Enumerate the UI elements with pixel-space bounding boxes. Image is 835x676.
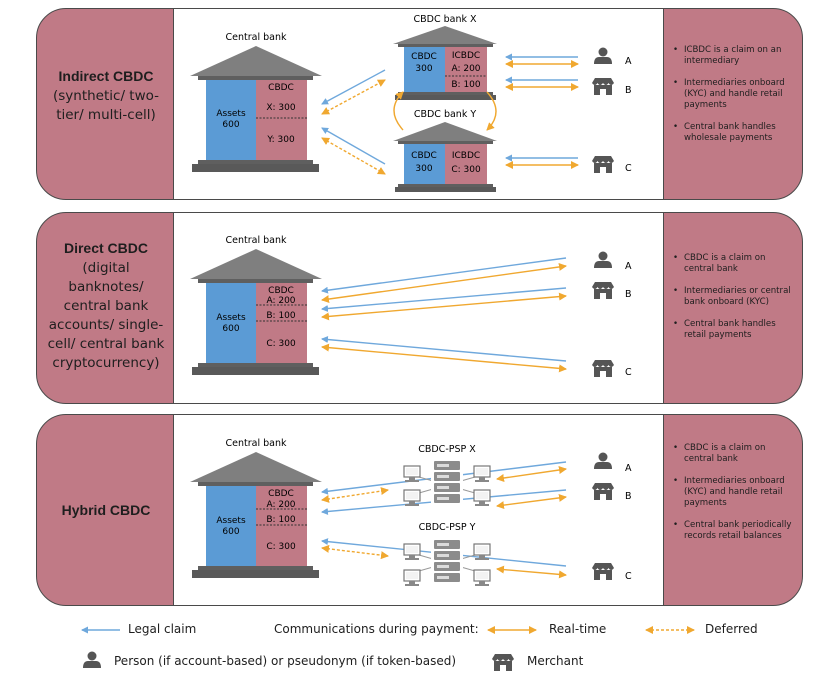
svg-text:B: B <box>625 491 632 502</box>
svg-text:A: A <box>625 261 632 272</box>
svg-text:B: 100: B: 100 <box>266 311 296 321</box>
merchant-icon <box>592 563 614 580</box>
person-icon <box>594 47 612 64</box>
legend-legal-claim: Legal claim <box>128 622 197 636</box>
computer-icon <box>473 465 491 483</box>
merchant-icon <box>592 156 614 173</box>
svg-text:A: 200: A: 200 <box>451 64 480 74</box>
legend <box>81 626 695 671</box>
svg-text:CBDC-PSP Y: CBDC-PSP Y <box>419 522 476 533</box>
note: Intermediaries or central bank onboard (… <box>673 286 793 308</box>
note: ICBDC is a claim on an intermediary <box>673 45 793 67</box>
svg-text:C: C <box>625 571 632 582</box>
svg-text:X: 300: X: 300 <box>266 103 296 113</box>
merchant-icon <box>592 78 614 95</box>
svg-text:CBDC: CBDC <box>268 489 294 499</box>
hybrid-title: Hybrid CBDC <box>61 502 151 518</box>
svg-text:B: B <box>625 289 632 300</box>
cbdc-psp-x: CBDC-PSP X <box>403 444 491 507</box>
legend-deferred: Deferred <box>705 622 758 636</box>
svg-text:B: 100: B: 100 <box>266 515 296 525</box>
svg-text:CBDC: CBDC <box>268 286 294 296</box>
note: Central bank handles retail payments <box>673 319 793 341</box>
indirect-title: Indirect CBDC (synthetic/ two-tier/ mult… <box>52 68 160 123</box>
svg-text:ICBDC: ICBDC <box>452 51 480 61</box>
computer-icon <box>473 489 491 507</box>
svg-text:A: A <box>625 463 632 474</box>
interbank-arrow <box>486 91 497 131</box>
hybrid-notes: CBDC is a claim on central bank Intermed… <box>673 443 793 553</box>
computer-icon <box>403 543 421 561</box>
legend-realtime: Real-time <box>549 622 607 636</box>
legend-person: Person (if account-based) or pseudonym (… <box>114 654 457 668</box>
svg-text:ICBDC: ICBDC <box>452 151 480 161</box>
svg-text:CBDC bank X: CBDC bank X <box>413 14 477 25</box>
svg-text:Central bank: Central bank <box>226 235 287 246</box>
interbank-arrow <box>393 91 404 131</box>
merchant-icon <box>592 483 614 500</box>
svg-text:Y: 300: Y: 300 <box>266 135 295 145</box>
direct-notes: CBDC is a claim on central bank Intermed… <box>673 253 793 352</box>
svg-text:A: 200: A: 200 <box>266 296 295 306</box>
svg-text:B: 100: B: 100 <box>451 80 481 90</box>
svg-text:CBDC: CBDC <box>268 83 294 93</box>
computer-icon <box>403 569 421 587</box>
indirect-notes: ICBDC is a claim on an intermediary Inte… <box>673 45 793 155</box>
merchant-icon <box>592 360 614 377</box>
person-icon <box>594 251 612 268</box>
svg-text:Central bank: Central bank <box>226 438 287 449</box>
note: CBDC is a claim on central bank <box>673 443 793 465</box>
svg-text:B: B <box>625 85 632 96</box>
deferred-arrow <box>321 137 386 175</box>
person-icon <box>83 651 101 668</box>
legal-claim-arrow <box>321 127 386 165</box>
svg-text:C: C <box>625 163 632 174</box>
note: Intermediaries onboard (KYC) and handle … <box>673 78 793 111</box>
merchant-icon <box>492 654 514 671</box>
note: Intermediaries onboard (KYC) and handle … <box>673 476 793 509</box>
direct-title: Direct CBDC (digital banknotes/ central … <box>47 240 165 371</box>
person-icon <box>594 452 612 469</box>
legal-claim-arrow <box>321 69 386 105</box>
svg-text:A: 200: A: 200 <box>266 500 295 510</box>
legend-merchant: Merchant <box>527 654 584 668</box>
deferred-arrow <box>321 79 386 115</box>
svg-text:C: 300: C: 300 <box>266 542 296 552</box>
computer-icon <box>473 569 491 587</box>
svg-text:C: 300: C: 300 <box>266 339 296 349</box>
svg-text:C: 300: C: 300 <box>451 165 481 175</box>
svg-text:A: A <box>625 56 632 67</box>
note: Central bank periodically records retail… <box>673 520 793 542</box>
svg-text:CBDC bank Y: CBDC bank Y <box>414 109 477 120</box>
svg-text:C: C <box>625 367 632 378</box>
note: Central bank handles wholesale payments <box>673 122 793 144</box>
svg-text:CBDC-PSP X: CBDC-PSP X <box>418 444 476 455</box>
merchant-icon <box>592 282 614 299</box>
central-bank-label: Central bank <box>226 32 287 43</box>
legend-communications: Communications during payment: <box>274 622 479 636</box>
note: CBDC is a claim on central bank <box>673 253 793 275</box>
cbdc-psp-y: CBDC-PSP Y <box>403 522 491 587</box>
